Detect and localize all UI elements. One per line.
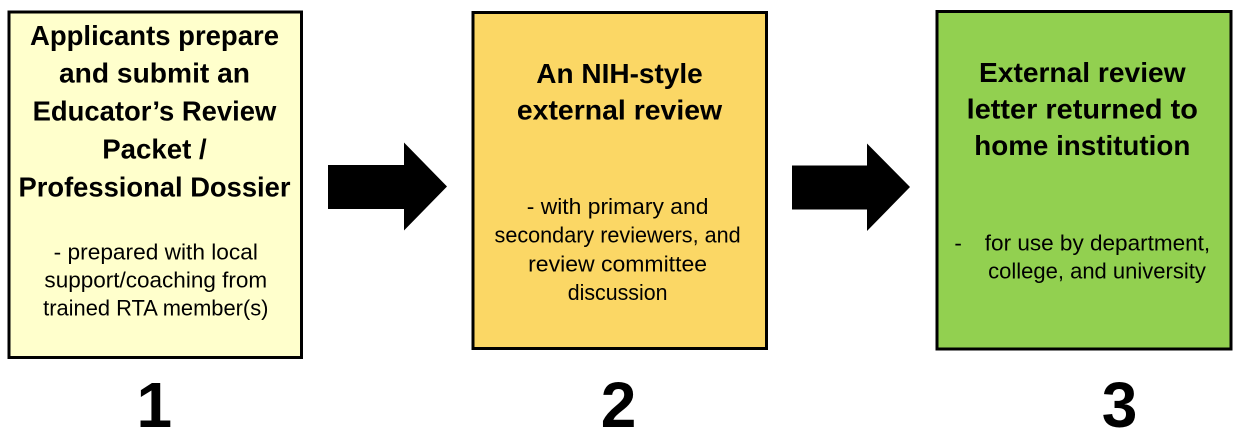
svg-text:external review: external review (517, 95, 722, 126)
svg-text:secondary reviewers, and: secondary reviewers, and (495, 223, 741, 248)
svg-text:for use by department,: for use by department, (985, 231, 1210, 256)
svg-text:1: 1 (137, 369, 173, 441)
svg-text:letter returned to: letter returned to (967, 94, 1198, 125)
svg-text:Packet /: Packet / (102, 134, 207, 165)
svg-text:college, and university: college, and university (988, 258, 1206, 283)
svg-text:-: - (954, 231, 962, 256)
svg-text:Applicants prepare: Applicants prepare (30, 20, 279, 51)
svg-text:- with primary and: - with primary and (527, 194, 709, 219)
svg-text:2: 2 (601, 369, 637, 441)
svg-text:support/coaching from: support/coaching from (44, 268, 267, 293)
svg-text:Professional Dossier: Professional Dossier (19, 171, 291, 202)
svg-text:discussion: discussion (568, 280, 668, 305)
svg-text:home institution: home institution (974, 130, 1190, 161)
svg-text:An NIH-style: An NIH-style (536, 58, 702, 89)
svg-text:- prepared with local: - prepared with local (54, 239, 258, 264)
svg-text:review committee: review committee (528, 251, 707, 276)
svg-text:External review: External review (979, 57, 1186, 88)
svg-text:Educator’s Review: Educator’s Review (33, 96, 277, 127)
svg-text:3: 3 (1102, 369, 1138, 441)
svg-text:and submit an: and submit an (59, 58, 250, 89)
svg-text:trained RTA member(s): trained RTA member(s) (43, 296, 268, 321)
